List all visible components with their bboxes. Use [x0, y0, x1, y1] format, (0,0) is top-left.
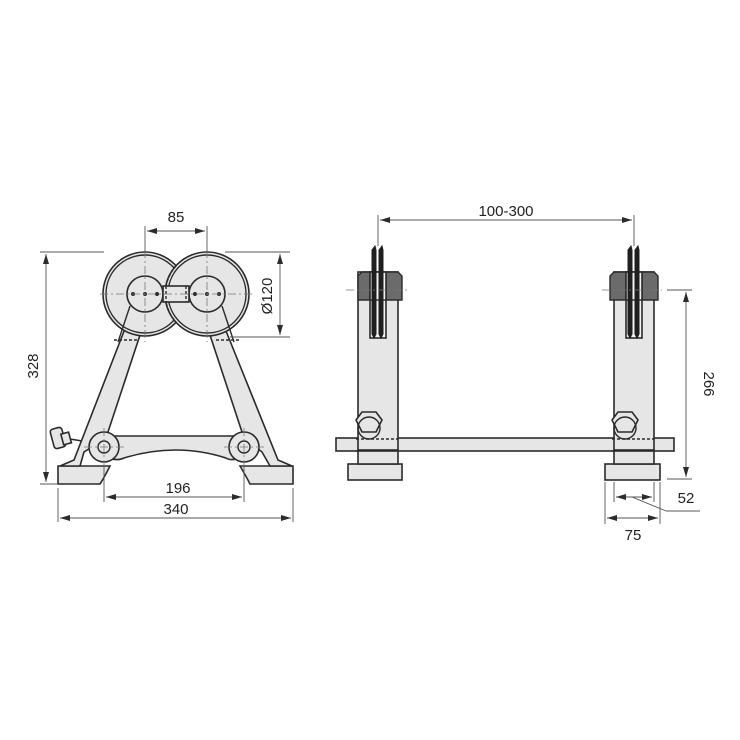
upright-right: [602, 244, 662, 481]
dim-overall-height: 328: [25, 353, 42, 378]
dim-adjustable-span: 100-300: [478, 203, 533, 220]
dim-height: 266: [700, 371, 717, 396]
dim-overall-base-width: 340: [163, 501, 188, 518]
front-view: 85 Ø120 328 196 340: [25, 209, 294, 522]
dim-roller-spacing: 85: [168, 209, 185, 226]
dim-inner-base-width: 196: [165, 480, 190, 497]
clamp-knob-icon: [49, 426, 83, 450]
crossbar: [103, 435, 245, 461]
dim-foot-inner-width: 52: [678, 490, 695, 507]
base-foot-right: [238, 465, 294, 485]
dim-foot-outer-width: 75: [625, 527, 642, 544]
left-leg: [59, 325, 145, 467]
side-view: 100-300 266 52 75: [335, 203, 717, 544]
upright-left: [346, 244, 410, 481]
dim-roller-diameter: Ø120: [259, 278, 276, 315]
base-foot: [57, 465, 112, 485]
base-rail: [335, 437, 675, 452]
